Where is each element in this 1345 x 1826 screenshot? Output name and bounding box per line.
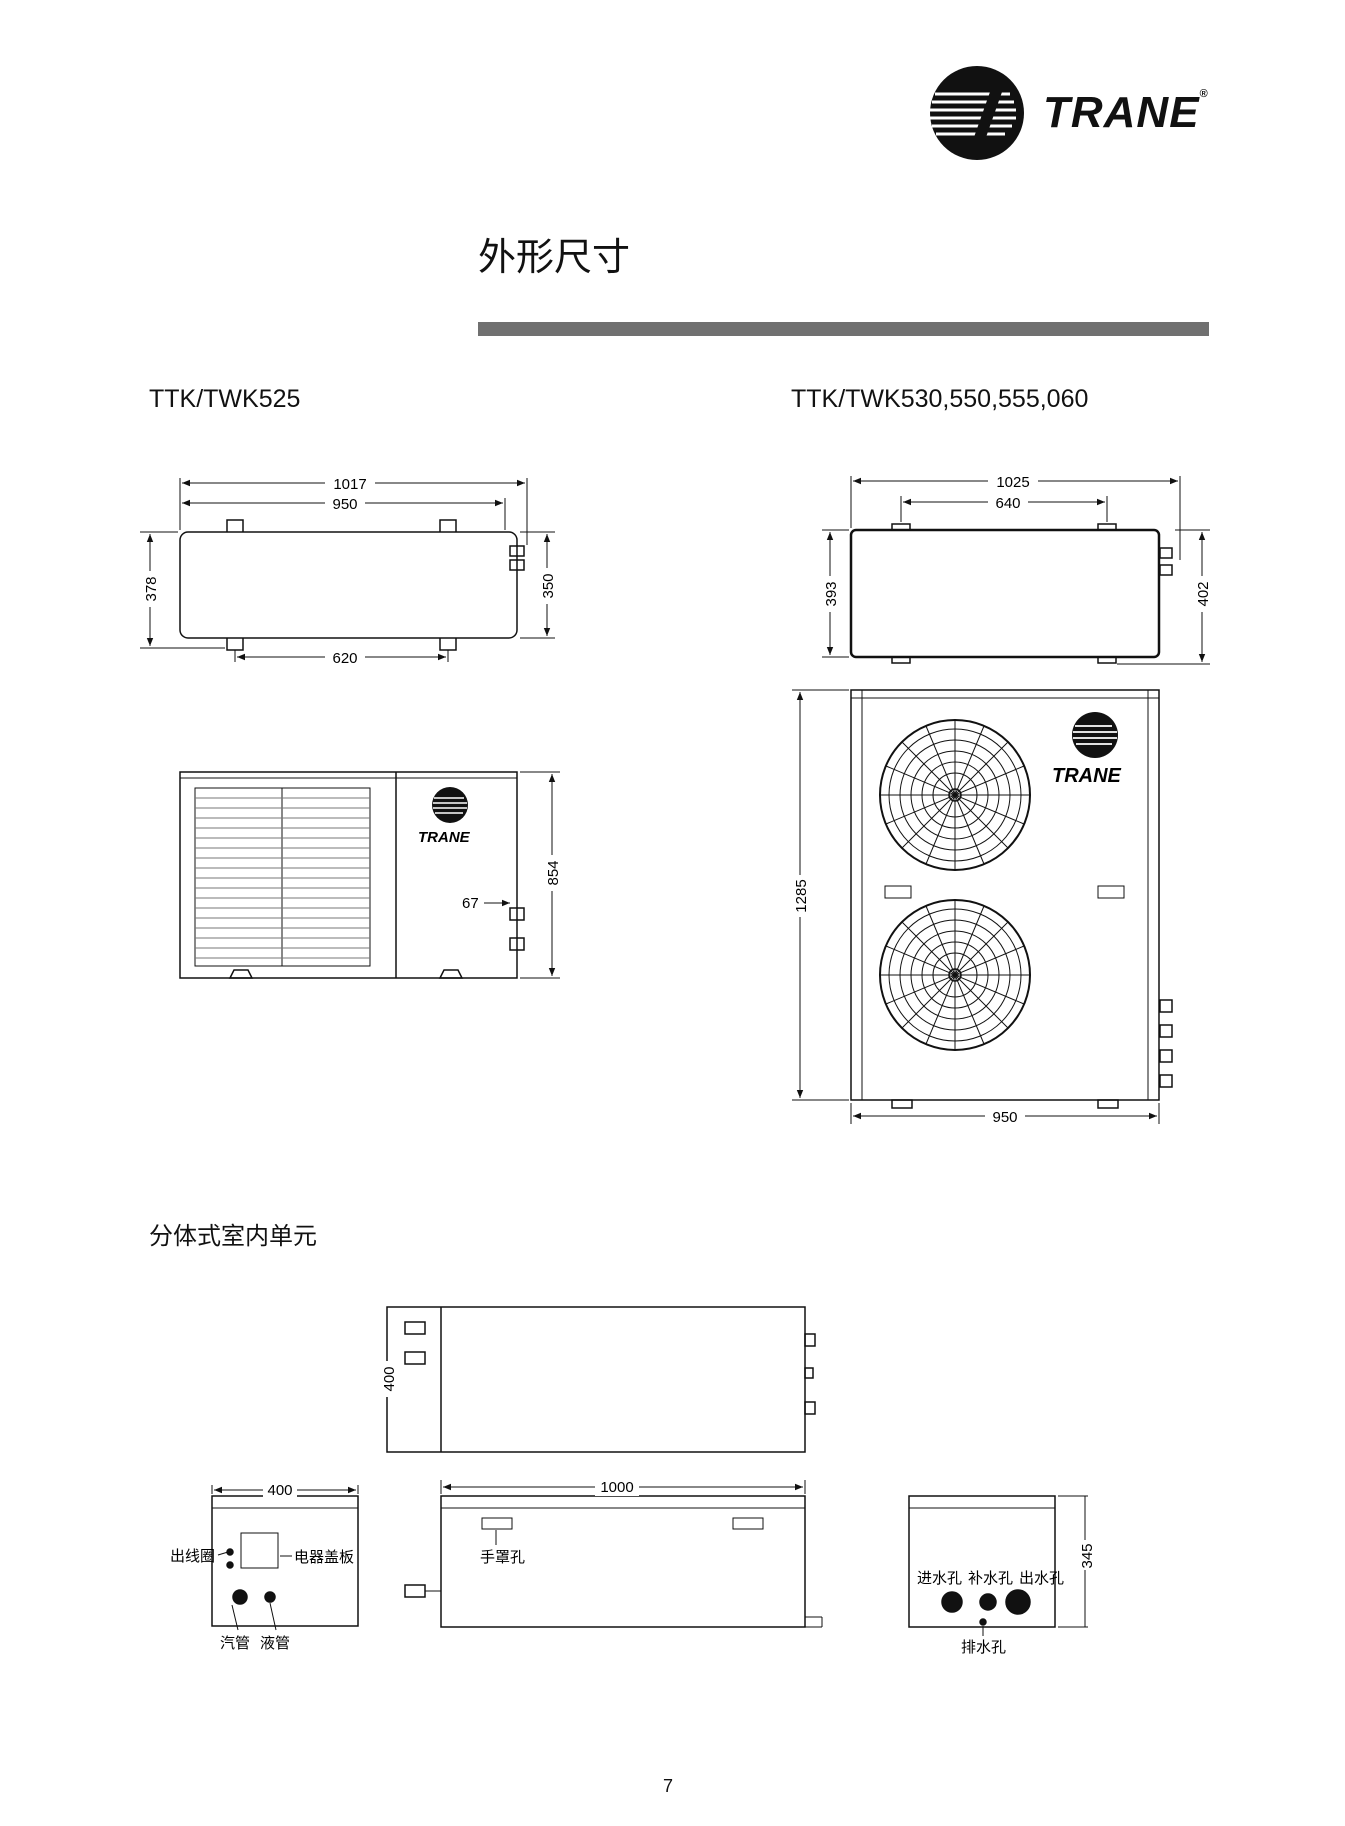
label-cover-plate: 电器盖板 [294,1548,354,1566]
indoor-unit-side-view [211,1485,359,1631]
right-front-logo-icon [1072,712,1118,758]
section-title-indoor: 分体式室内单元 [149,1222,317,1250]
label-water-inlet: 进水孔 [917,1570,962,1587]
model-label-left: TTK/TWK525 [149,385,301,413]
page-number: 7 [663,1776,674,1796]
indoor-unit-back-view [908,1495,1088,1636]
label-water-makeup: 补水孔 [968,1570,1013,1587]
label-hand-hole: 手罩孔 [480,1549,525,1566]
brand-wordmark: TRANE® [1043,88,1209,137]
label-drain-hole: 排水孔 [961,1639,1006,1656]
title-divider [478,322,1209,336]
label-water-outlet: 出水孔 [1019,1570,1064,1587]
right-unit-front-view [792,689,1173,1124]
left-front-louvers [195,797,370,959]
left-unit-front-view [179,771,560,979]
dim-foot-spacing: 620 [332,650,357,667]
fan-guard-upper-icon [879,719,1031,871]
dim-right-depth-left: 393 [823,581,840,606]
dim-valve-offset: 67 [462,895,479,912]
dim-right-front-height: 1285 [793,879,810,912]
left-front-brand: TRANE [418,829,471,846]
indoor-unit-top-view [386,1306,816,1453]
dim-inner-width: 950 [332,496,357,513]
dim-indoor-top-depth: 400 [381,1366,398,1391]
label-gas-pipe: 汽管 [220,1635,250,1652]
dim-depth-inner: 350 [540,573,557,598]
dim-right-foot-spacing: 640 [995,495,1020,512]
dim-depth-outer: 378 [143,576,160,601]
left-front-logo-icon [432,787,468,823]
dim-right-overall-width: 1025 [996,474,1029,491]
dim-back-height: 345 [1079,1543,1096,1568]
label-liquid-pipe: 液管 [260,1635,290,1652]
right-unit-top-view [822,476,1210,665]
right-front-brand: TRANE [1052,765,1122,787]
label-cable-hole: 出线圈 [170,1548,215,1565]
page-title: 外形尺寸 [478,235,631,279]
model-label-right: TTK/TWK530,550,555,060 [791,385,1089,413]
dim-right-depth-right: 402 [1195,581,1212,606]
dim-side-width: 400 [267,1482,292,1499]
fan-guard-lower-icon [879,899,1031,1051]
dim-overall-width: 1017 [333,476,366,493]
trane-logo-icon [930,66,1024,160]
dim-front-height: 854 [545,860,562,885]
dim-front-length: 1000 [600,1479,633,1496]
indoor-unit-front-view [404,1480,823,1628]
dim-right-front-width: 950 [992,1109,1017,1126]
